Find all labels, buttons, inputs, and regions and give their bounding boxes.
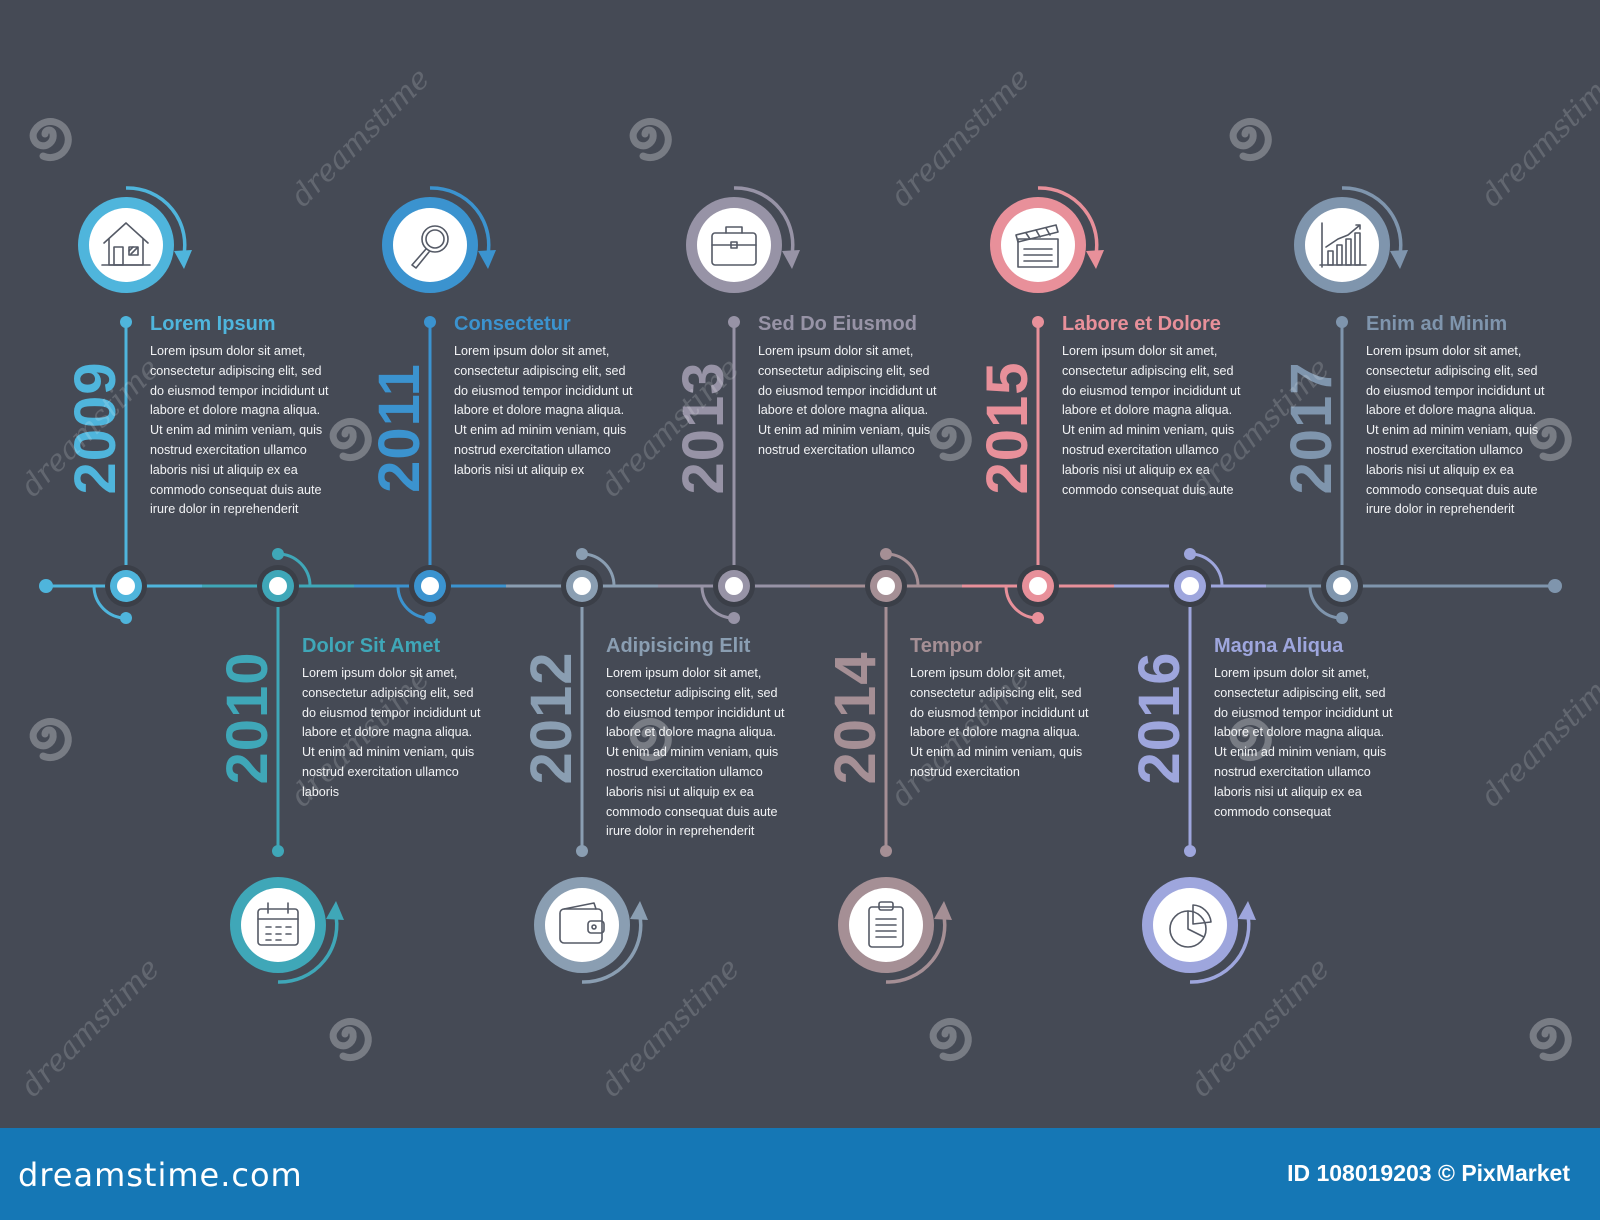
timeline-node-2013 — [700, 316, 755, 624]
node-center — [877, 577, 895, 595]
timeline-node-2010 — [257, 548, 312, 857]
timeline-end-dot — [1548, 579, 1562, 593]
node-center — [1181, 577, 1199, 595]
timeline-node-2015 — [1004, 316, 1059, 624]
year-label: 2013 — [671, 361, 736, 495]
calendar-icon — [257, 902, 299, 946]
entry-title: Adipisicing Elit — [606, 635, 751, 657]
timeline-node-2011 — [396, 316, 451, 624]
entry-description: Lorem ipsum dolor sit amet, consectetur … — [454, 344, 633, 477]
entry-title: Sed Do Eiusmod — [758, 313, 917, 335]
entry-description: Lorem ipsum dolor sit amet, consectetur … — [302, 666, 481, 799]
entry-title: Enim ad Minim — [1366, 313, 1508, 335]
entry-description: Lorem ipsum dolor sit amet, consectetur … — [1366, 344, 1545, 517]
connector-dot — [120, 316, 132, 328]
entry-title: Tempor — [910, 635, 982, 657]
connector-dot — [424, 316, 436, 328]
icon-badge-2012 — [534, 877, 648, 984]
year-label: 2016 — [1127, 651, 1192, 785]
timeline-node-2012 — [561, 548, 616, 857]
icon-badge-2013 — [686, 186, 800, 293]
year-label: 2014 — [823, 651, 888, 785]
magnifier-icon — [411, 225, 449, 269]
node-center — [1029, 577, 1047, 595]
entry-title: Lorem Ipsum — [150, 313, 276, 335]
entry-description: Lorem ipsum dolor sit amet, consectetur … — [606, 666, 785, 839]
icon-badge-2015 — [990, 186, 1104, 293]
year-label: 2017 — [1279, 361, 1344, 495]
entry-description: Lorem ipsum dolor sit amet, consectetur … — [150, 344, 329, 517]
timeline-diagram — [39, 186, 1562, 984]
year-label: 2012 — [519, 651, 584, 785]
connector-dot — [1184, 845, 1196, 857]
connector-dot — [576, 845, 588, 857]
node-center — [1333, 577, 1351, 595]
entry-description: Lorem ipsum dolor sit amet, consectetur … — [1062, 344, 1241, 497]
connector-dot — [1032, 316, 1044, 328]
entry-description: Lorem ipsum dolor sit amet, consectetur … — [910, 666, 1089, 779]
icon-badge-2014 — [838, 877, 952, 984]
timeline-node-2016 — [1169, 548, 1224, 857]
node-center — [573, 577, 591, 595]
connector-dot — [272, 845, 284, 857]
node-center — [269, 577, 287, 595]
clapperboard-icon — [1015, 224, 1059, 268]
entry-title: Consectetur — [454, 313, 571, 335]
entry-title: Labore et Dolore — [1062, 313, 1221, 335]
year-label: 2009 — [63, 361, 128, 495]
node-center — [421, 577, 439, 595]
icon-badge-2011 — [382, 186, 496, 293]
entry-description: Lorem ipsum dolor sit amet, consectetur … — [758, 344, 937, 457]
icon-badge-2016 — [1142, 877, 1256, 984]
icon-badge-2010 — [230, 877, 344, 984]
timeline-node-2014 — [865, 548, 920, 857]
connector-dot — [880, 845, 892, 857]
house-icon — [101, 222, 151, 266]
wallet-icon — [559, 902, 605, 944]
footer-image-id: ID 108019203 © PixMarket — [1287, 1160, 1570, 1186]
year-label: 2011 — [367, 363, 432, 493]
node-center — [117, 577, 135, 595]
icon-badge-2017 — [1294, 186, 1408, 293]
year-label: 2015 — [975, 361, 1040, 495]
connector-dot — [1336, 316, 1348, 328]
entry-description: Lorem ipsum dolor sit amet, consectetur … — [1214, 666, 1393, 819]
entry-title: Magna Aliqua — [1214, 635, 1344, 657]
connector-dot — [728, 316, 740, 328]
timeline-node-2009 — [92, 316, 147, 624]
footer-bar: dreamstime.com ID 108019203 © PixMarket — [0, 1128, 1600, 1220]
node-center — [725, 577, 743, 595]
entry-title: Dolor Sit Amet — [302, 635, 441, 657]
year-label: 2010 — [215, 651, 280, 785]
briefcase-icon — [711, 226, 757, 266]
bar-chart-icon — [1319, 222, 1367, 268]
clipboard-icon — [868, 901, 904, 948]
icon-badge-2009 — [78, 186, 192, 293]
timeline-node-2017 — [1308, 316, 1363, 624]
footer-logo: dreamstime.com — [18, 1156, 303, 1194]
pie-chart-icon — [1169, 904, 1212, 948]
timeline-start-dot — [39, 579, 53, 593]
